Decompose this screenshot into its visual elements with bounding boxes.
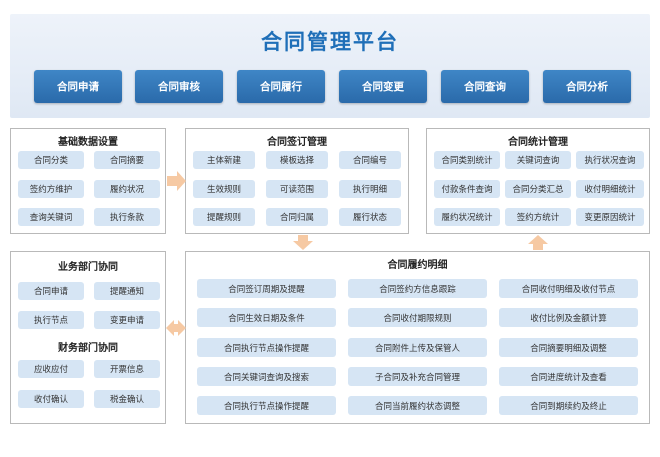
arrow-right-icon [167,171,186,191]
stats-item[interactable]: 付款条件查询 [434,180,500,198]
signing-item[interactable]: 生效规则 [193,180,255,198]
fulfillment-item[interactable]: 合同收付期限规则 [348,308,487,327]
stats-item[interactable]: 合同分类汇总 [505,180,571,198]
fin-item[interactable]: 收付确认 [18,390,84,408]
fulfillment-item[interactable]: 子合同及补充合同管理 [348,367,487,386]
module-button-analysis[interactable]: 合同分析 [543,70,631,103]
module-button-query[interactable]: 合同查询 [441,70,529,103]
page-title: 合同管理平台 [261,30,399,54]
basic-item[interactable]: 签约方维护 [18,180,84,198]
fin-dept-title: 财务部门协同 [58,343,118,354]
fulfillment-item[interactable]: 合同进度统计及查看 [499,367,638,386]
fin-item[interactable]: 应收应付 [18,360,84,378]
basic-item[interactable]: 合同摘要 [94,151,160,169]
biz-item[interactable]: 变更申请 [94,311,160,329]
arrow-double-icon [166,320,186,336]
module-button-perform[interactable]: 合同履行 [237,70,325,103]
arrow-down-icon [293,235,313,250]
fulfillment-item[interactable]: 合同签订周期及提醒 [197,279,336,298]
signing-item[interactable]: 可读范围 [266,180,328,198]
basic-item[interactable]: 执行条款 [94,208,160,226]
fulfillment-item[interactable]: 合同当前履约状态调整 [348,396,487,415]
signing-item[interactable]: 履行状态 [339,208,401,226]
stats-item[interactable]: 签约方统计 [505,208,571,226]
signing-item[interactable]: 合同编号 [339,151,401,169]
fulfillment-item[interactable]: 合同摘要明细及调整 [499,338,638,357]
fulfillment-item[interactable]: 合同执行节点操作提醒 [197,396,336,415]
stats-item[interactable]: 关键词查询 [505,151,571,169]
module-button-apply[interactable]: 合同申请 [34,70,122,103]
fin-item[interactable]: 开票信息 [94,360,160,378]
fulfillment-item[interactable]: 合同签约方信息跟踪 [348,279,487,298]
basic-data-title: 基础数据设置 [58,137,118,148]
basic-item[interactable]: 合同分类 [18,151,84,169]
biz-dept-title: 业务部门协同 [58,262,118,273]
basic-item[interactable]: 查询关键词 [18,208,84,226]
fulfillment-item[interactable]: 合同关键词查询及搜索 [197,367,336,386]
module-button-review[interactable]: 合同审核 [135,70,223,103]
signing-item[interactable]: 提醒规则 [193,208,255,226]
signing-title: 合同签订管理 [267,137,327,148]
stats-item[interactable]: 收付明细统计 [576,180,644,198]
stats-item[interactable]: 履约状况统计 [434,208,500,226]
fulfillment-item[interactable]: 收付比例及金额计算 [499,308,638,327]
signing-item[interactable]: 主体新建 [193,151,255,169]
fulfillment-item[interactable]: 合同附件上传及保管人 [348,338,487,357]
fulfillment-title: 合同履约明细 [387,260,448,271]
signing-item[interactable]: 执行明细 [339,180,401,198]
stats-title: 合同统计管理 [508,137,568,148]
biz-item[interactable]: 提醒通知 [94,282,160,300]
module-button-change[interactable]: 合同变更 [339,70,427,103]
signing-item[interactable]: 合同归属 [266,208,328,226]
fin-item[interactable]: 税金确认 [94,390,160,408]
fulfillment-item[interactable]: 合同生效日期及条件 [197,308,336,327]
fulfillment-item[interactable]: 合同执行节点操作提醒 [197,338,336,357]
signing-item[interactable]: 模板选择 [266,151,328,169]
stats-item[interactable]: 变更原因统计 [576,208,644,226]
biz-item[interactable]: 合同申请 [18,282,84,300]
basic-item[interactable]: 履约状况 [94,180,160,198]
stats-item[interactable]: 执行状况查询 [576,151,644,169]
fulfillment-item[interactable]: 合同收付明细及收付节点 [499,279,638,298]
arrow-up-icon [528,235,548,250]
stats-item[interactable]: 合同类别统计 [434,151,500,169]
biz-item[interactable]: 执行节点 [18,311,84,329]
fulfillment-item[interactable]: 合同到期续约及终止 [499,396,638,415]
